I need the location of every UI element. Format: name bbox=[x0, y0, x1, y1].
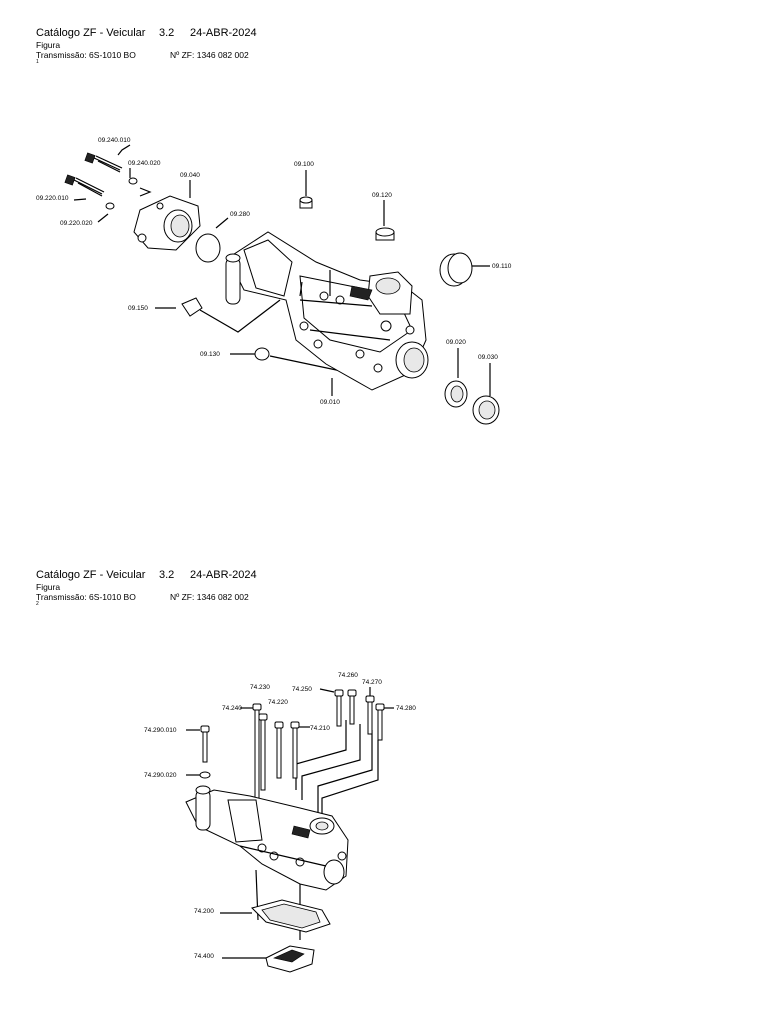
bolt-74-290-010 bbox=[200, 725, 210, 763]
bolt-74-270 bbox=[365, 695, 375, 735]
part-label: 09.010 bbox=[320, 399, 340, 406]
part-label: 09.220.020 bbox=[60, 220, 93, 227]
seal-ring-09-030 bbox=[472, 395, 500, 425]
catalog-date: 24-ABR-2024 bbox=[190, 569, 257, 581]
cap-09-100 bbox=[299, 196, 313, 209]
flange-09-040 bbox=[133, 195, 201, 251]
catalog-version: 3.2 bbox=[159, 27, 175, 39]
part-label: 09.120 bbox=[372, 192, 392, 199]
o-ring-09-280 bbox=[195, 233, 221, 263]
catalog-title: Catálogo ZF - Veicular bbox=[36, 27, 146, 39]
cap-09-120 bbox=[375, 227, 395, 241]
catalog-version: 3.2 bbox=[159, 569, 175, 581]
part-label: 74.400 bbox=[194, 953, 214, 960]
bolt-09-240-010 bbox=[84, 152, 123, 173]
figure-number: 2 bbox=[36, 601, 39, 607]
part-label: 09.240.020 bbox=[128, 160, 161, 167]
housing-09-010 bbox=[225, 231, 429, 391]
page-header-2: Catálogo ZF - Veicular 3.2 24-ABR-2024 Fig… bbox=[36, 570, 257, 607]
transmission-label: Transmissão: 6S-1010 BO bbox=[36, 591, 136, 602]
plug-09-150 bbox=[181, 297, 203, 317]
catalog-date: 24-ABR-2024 bbox=[190, 27, 257, 39]
part-label: 09.040 bbox=[180, 172, 200, 179]
plug-09-130 bbox=[254, 347, 270, 361]
part-label: 74.240 bbox=[222, 705, 242, 712]
bolt-74-280 bbox=[375, 703, 385, 741]
section-label: Figura bbox=[36, 582, 61, 592]
part-label: 09.220.010 bbox=[36, 195, 69, 202]
washer-09-240-020 bbox=[128, 177, 138, 185]
part-label: 74.280 bbox=[396, 705, 416, 712]
part-label: 09.110 bbox=[492, 263, 512, 270]
bolt-74-260 bbox=[347, 689, 357, 725]
plate-74-400 bbox=[265, 945, 315, 973]
bolt-74-210 bbox=[290, 721, 300, 779]
part-label: 09.150 bbox=[128, 305, 148, 312]
housing-assembly bbox=[185, 785, 349, 891]
part-label: 74.220 bbox=[268, 699, 288, 706]
part-label: 09.240.010 bbox=[98, 137, 131, 144]
part-label: 74.250 bbox=[292, 686, 312, 693]
gasket-74-200 bbox=[251, 899, 331, 933]
section-label: Figura bbox=[36, 40, 61, 50]
exploded-diagram-2: 74.260 74.270 74.230 74.250 74.240 74.22… bbox=[144, 672, 416, 973]
page-header-1: Catálogo ZF - Veicular 3.2 24-ABR-2024 Fig… bbox=[36, 28, 257, 65]
part-label: 74.210 bbox=[310, 725, 330, 732]
transmission-label: Transmissão: 6S-1010 BO bbox=[36, 49, 136, 60]
part-label: 74.230 bbox=[250, 684, 270, 691]
part-label: 74.290.020 bbox=[144, 772, 177, 779]
part-label: 74.270 bbox=[362, 679, 382, 686]
transmission-row: Transmissão: 6S-1010 BO Nº ZF: 1346 082 0… bbox=[36, 49, 257, 60]
washer-09-220-020 bbox=[105, 202, 115, 210]
catalog-title: Catálogo ZF - Veicular bbox=[36, 569, 146, 581]
part-label: 09.280 bbox=[230, 211, 250, 218]
bolt-09-220-010 bbox=[64, 174, 105, 197]
exploded-diagram-1: 09.240.010 09.240.020 09.220.010 09.220.… bbox=[36, 137, 512, 425]
part-label: 74.200 bbox=[194, 908, 214, 915]
transmission-row: Transmissão: 6S-1010 BO Nº ZF: 1346 082 0… bbox=[36, 591, 257, 602]
header-row: Catálogo ZF - Veicular 3.2 24-ABR-2024 bbox=[36, 570, 257, 581]
part-label: 74.290.010 bbox=[144, 727, 177, 734]
figure-number: 1 bbox=[36, 59, 39, 65]
part-label: 74.260 bbox=[338, 672, 358, 679]
cover-09-110 bbox=[439, 252, 473, 287]
part-label: 09.030 bbox=[478, 354, 498, 361]
zf-number: Nº ZF: 1346 082 002 bbox=[170, 591, 249, 602]
bolt-74-220 bbox=[274, 721, 284, 779]
part-label: 09.020 bbox=[446, 339, 466, 346]
washer-74-290-020 bbox=[199, 771, 211, 779]
header-row: Catálogo ZF - Veicular 3.2 24-ABR-2024 bbox=[36, 28, 257, 39]
seal-ring-09-020 bbox=[444, 380, 468, 408]
zf-number: Nº ZF: 1346 082 002 bbox=[170, 49, 249, 60]
bolt-74-230 bbox=[258, 713, 268, 791]
leader-lines bbox=[73, 144, 491, 396]
part-label: 09.130 bbox=[200, 351, 220, 358]
part-label: 09.100 bbox=[294, 161, 314, 168]
bolt-74-250 bbox=[334, 689, 344, 727]
